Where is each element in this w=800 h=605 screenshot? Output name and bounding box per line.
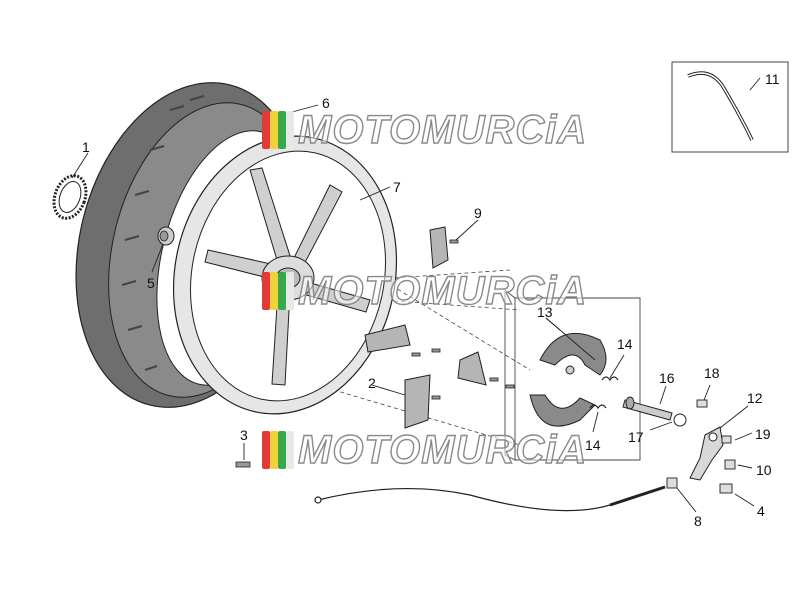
callout-8: 8 xyxy=(694,513,702,529)
callout-13: 13 xyxy=(537,304,553,320)
watermark-flag-icon xyxy=(262,111,296,149)
cover-plate-right xyxy=(457,351,487,386)
callout-5: 5 xyxy=(147,275,155,291)
brake-shoe-lower xyxy=(529,394,596,427)
callout-10: 10 xyxy=(756,462,772,478)
cover-plate-upper xyxy=(429,226,449,269)
watermark-flag-icon xyxy=(262,431,296,469)
cover-plate-lower xyxy=(404,374,431,429)
speedo-ring-part xyxy=(52,174,88,220)
watermark-text: MOTOMURCiA xyxy=(297,428,588,472)
inset-box xyxy=(671,61,789,153)
callout-1: 1 xyxy=(82,139,90,155)
watermark-flag-icon xyxy=(262,272,296,310)
brake-shoe-box xyxy=(504,289,641,461)
callout-7: 7 xyxy=(393,179,401,195)
brake-lever-part xyxy=(689,426,724,481)
callout-6: 6 xyxy=(322,95,330,111)
brake-spring-lower xyxy=(589,404,607,410)
watermark: MOTOMURCiA xyxy=(262,108,588,152)
small-parts xyxy=(666,399,736,494)
watermark: MOTOMURCiA xyxy=(262,269,588,313)
callout-14-lower: 14 xyxy=(585,437,601,453)
callout-11: 11 xyxy=(765,71,780,87)
brake-cable xyxy=(314,485,666,512)
brake-shoe-upper xyxy=(539,332,607,376)
valve-part xyxy=(157,226,175,246)
watermark-text: MOTOMURCiA xyxy=(297,269,588,313)
callout-12: 12 xyxy=(747,390,763,406)
callout-4: 4 xyxy=(757,503,765,519)
cover-plate-left xyxy=(364,324,411,353)
callout-16: 16 xyxy=(659,370,675,386)
callout-19: 19 xyxy=(755,426,771,442)
cam-shaft-part xyxy=(622,396,687,427)
watermark: MOTOMURCiA xyxy=(262,428,588,472)
callout-18: 18 xyxy=(704,365,720,381)
callout-3: 3 xyxy=(240,427,248,443)
callout-2: 2 xyxy=(368,375,376,391)
callout-17: 17 xyxy=(628,429,644,445)
brake-spring-upper xyxy=(601,376,619,382)
watermark-text: MOTOMURCiA xyxy=(297,108,588,152)
callout-9: 9 xyxy=(474,205,482,221)
callout-14-upper: 14 xyxy=(617,336,633,352)
screws xyxy=(235,239,515,468)
